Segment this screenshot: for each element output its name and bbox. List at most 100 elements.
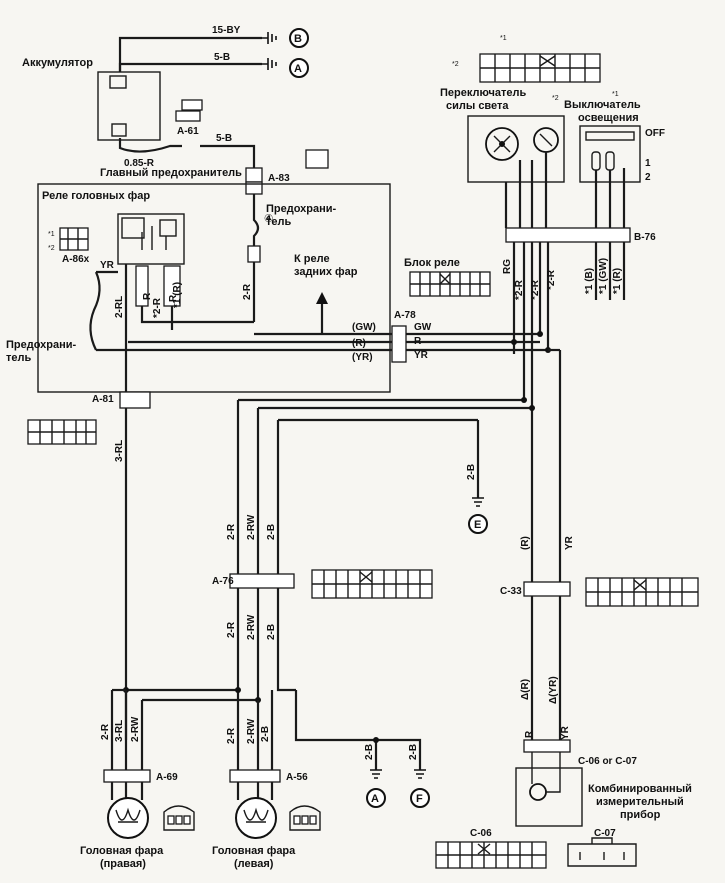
wire-label-15by: 15-BY [212, 25, 241, 36]
to-tail-line2: задних фар [294, 266, 358, 278]
wire-label-gw-left: (GW) [352, 322, 376, 333]
wire-label-r-m: R [524, 730, 535, 738]
headlamp-right-connector [163, 805, 195, 831]
wire-label-2r-h1: 2-R [100, 723, 111, 740]
wire-label-3rl: 3-RL [114, 440, 125, 462]
fuse-left-line1: Предохрани- [6, 339, 77, 351]
connector-c06-label: C-06 [470, 828, 492, 839]
wire-label-2r-dn: 2-R [226, 621, 237, 638]
junction-bus-1 [521, 397, 527, 403]
ground-a-top: A [262, 58, 309, 78]
fuse-mid-number: ④ [264, 213, 273, 225]
ground-f-label: F [416, 793, 423, 805]
wire-label-5b-top: 5-B [214, 52, 230, 63]
junction-r [511, 339, 517, 345]
wire-label-1b: *1 (B) [584, 268, 595, 294]
ground-b-label: B [294, 33, 302, 45]
wire-label-2rl: 2-RL [114, 296, 125, 318]
ground-a-top-label: A [294, 63, 302, 75]
switch-connector-top [479, 53, 601, 83]
wire-h1-tail [110, 782, 144, 800]
connector-a86x-label: A-86x [62, 254, 90, 265]
junction-h2 [235, 687, 241, 693]
wire-label-yr-c: YR [564, 535, 575, 550]
headlamp-left-line1: Головная фара [212, 845, 296, 857]
headlamp-right-line2: (правая) [100, 858, 146, 870]
dimmer-line1: Переключатель [440, 87, 526, 99]
connector-a83-icon [305, 149, 329, 169]
wire-label-1gw: *1 (GW) [598, 258, 609, 294]
connector-a69 [103, 769, 151, 783]
connector-a83-label: A-83 [268, 173, 290, 184]
combo-meter-line2: измерительный [596, 796, 684, 808]
wire-label-5b-mid: 5-B [216, 133, 232, 144]
wire-label-2b-up: 2-B [266, 524, 277, 540]
connector-a81-label: A-81 [92, 394, 114, 405]
wire-label-2rw-dn: 2-RW [246, 614, 257, 640]
light-switch-pos2: 2 [645, 172, 651, 183]
junction-bus-2 [529, 405, 535, 411]
wire-label-085r: 0.85-R [124, 158, 155, 169]
relay-mark2: *2 [48, 245, 55, 252]
connector-c33-label: C-33 [500, 586, 522, 597]
connector-c33 [523, 581, 571, 597]
headlamp-left-bulb [235, 797, 277, 839]
wire-15by [118, 36, 262, 72]
wire-5b-top [118, 62, 262, 72]
wire-label-2r-b1: *2-R [514, 279, 525, 300]
light-switch-line2: освещения [578, 112, 639, 124]
wire-label-1r-a: *1 (R) [172, 282, 183, 308]
battery-terminal-neg [109, 75, 127, 89]
light-switch-line1: Выключатель [564, 99, 641, 111]
connector-c07-icon [567, 837, 637, 867]
ground-e-label: E [474, 519, 481, 531]
switch-mark2-left: *2 [452, 61, 459, 68]
headlamp-right-label: Головная фара (правая) [80, 845, 166, 870]
switch-mark2-bottom: *2 [552, 95, 559, 102]
wire-2b-lower [276, 588, 296, 692]
wire-label-2b-a: 2-B [364, 744, 375, 760]
fuse-left-line2: тель [6, 352, 31, 364]
wire-label-yr-relay: YR [100, 260, 115, 271]
wire-label-dr: Δ(R) [520, 679, 531, 700]
ground-a-bottom: A [366, 769, 386, 808]
headlamp-right-bulb [107, 797, 149, 839]
wire-label-2rw-up: 2-RW [246, 514, 257, 540]
wire-label-2r-up: 2-R [226, 523, 237, 540]
to-tail-relay-label: К реле задних фар [294, 253, 358, 278]
wire-5b-mid [200, 144, 256, 168]
relay-block-connector [409, 271, 491, 297]
connector-a86x-icon [59, 227, 89, 251]
dimmer-line2: силы света [446, 100, 509, 112]
headlight-relay-label: Реле головных фар [42, 190, 150, 202]
wire-label-yr-right: YR [414, 350, 429, 361]
wire-085r [118, 138, 182, 153]
connector-a76-label: A-76 [212, 576, 234, 587]
wire-label-2rw-h1: 2-RW [130, 716, 141, 742]
junction-gw [537, 331, 543, 337]
ground-e: E [468, 497, 488, 534]
connector-c33-icon [585, 577, 699, 607]
battery-label: Аккумулятор [22, 57, 93, 69]
connector-c06-c07 [523, 739, 571, 753]
wire-label-gw-right: GW [414, 322, 432, 333]
main-fuse-label: Главный предохранитель [100, 167, 242, 179]
wire-label-r-right: R [414, 336, 422, 347]
battery-group: Аккумулятор [22, 57, 161, 141]
junction-box [37, 183, 391, 393]
wire-label-2r-relay: 2-R [242, 283, 253, 300]
connector-a61-label: A-61 [177, 126, 199, 137]
wire-label-rg: RG [502, 259, 513, 274]
connector-c06-icon [435, 841, 547, 869]
connector-c06c07-label: C-06 or C-07 [578, 756, 637, 767]
connector-a61-icon [181, 99, 203, 111]
wire-ground-branch [294, 690, 422, 770]
fuse-mid-line2: тель [266, 216, 291, 228]
combo-meter [515, 752, 583, 827]
arrow-up-icon [316, 292, 328, 304]
headlamp-left-label: Головная фара (левая) [212, 845, 298, 870]
fuse-mid-line1: Предохрани- [266, 203, 337, 215]
combo-meter-line1: Комбинированный [588, 783, 692, 795]
junction-ground [373, 737, 379, 743]
